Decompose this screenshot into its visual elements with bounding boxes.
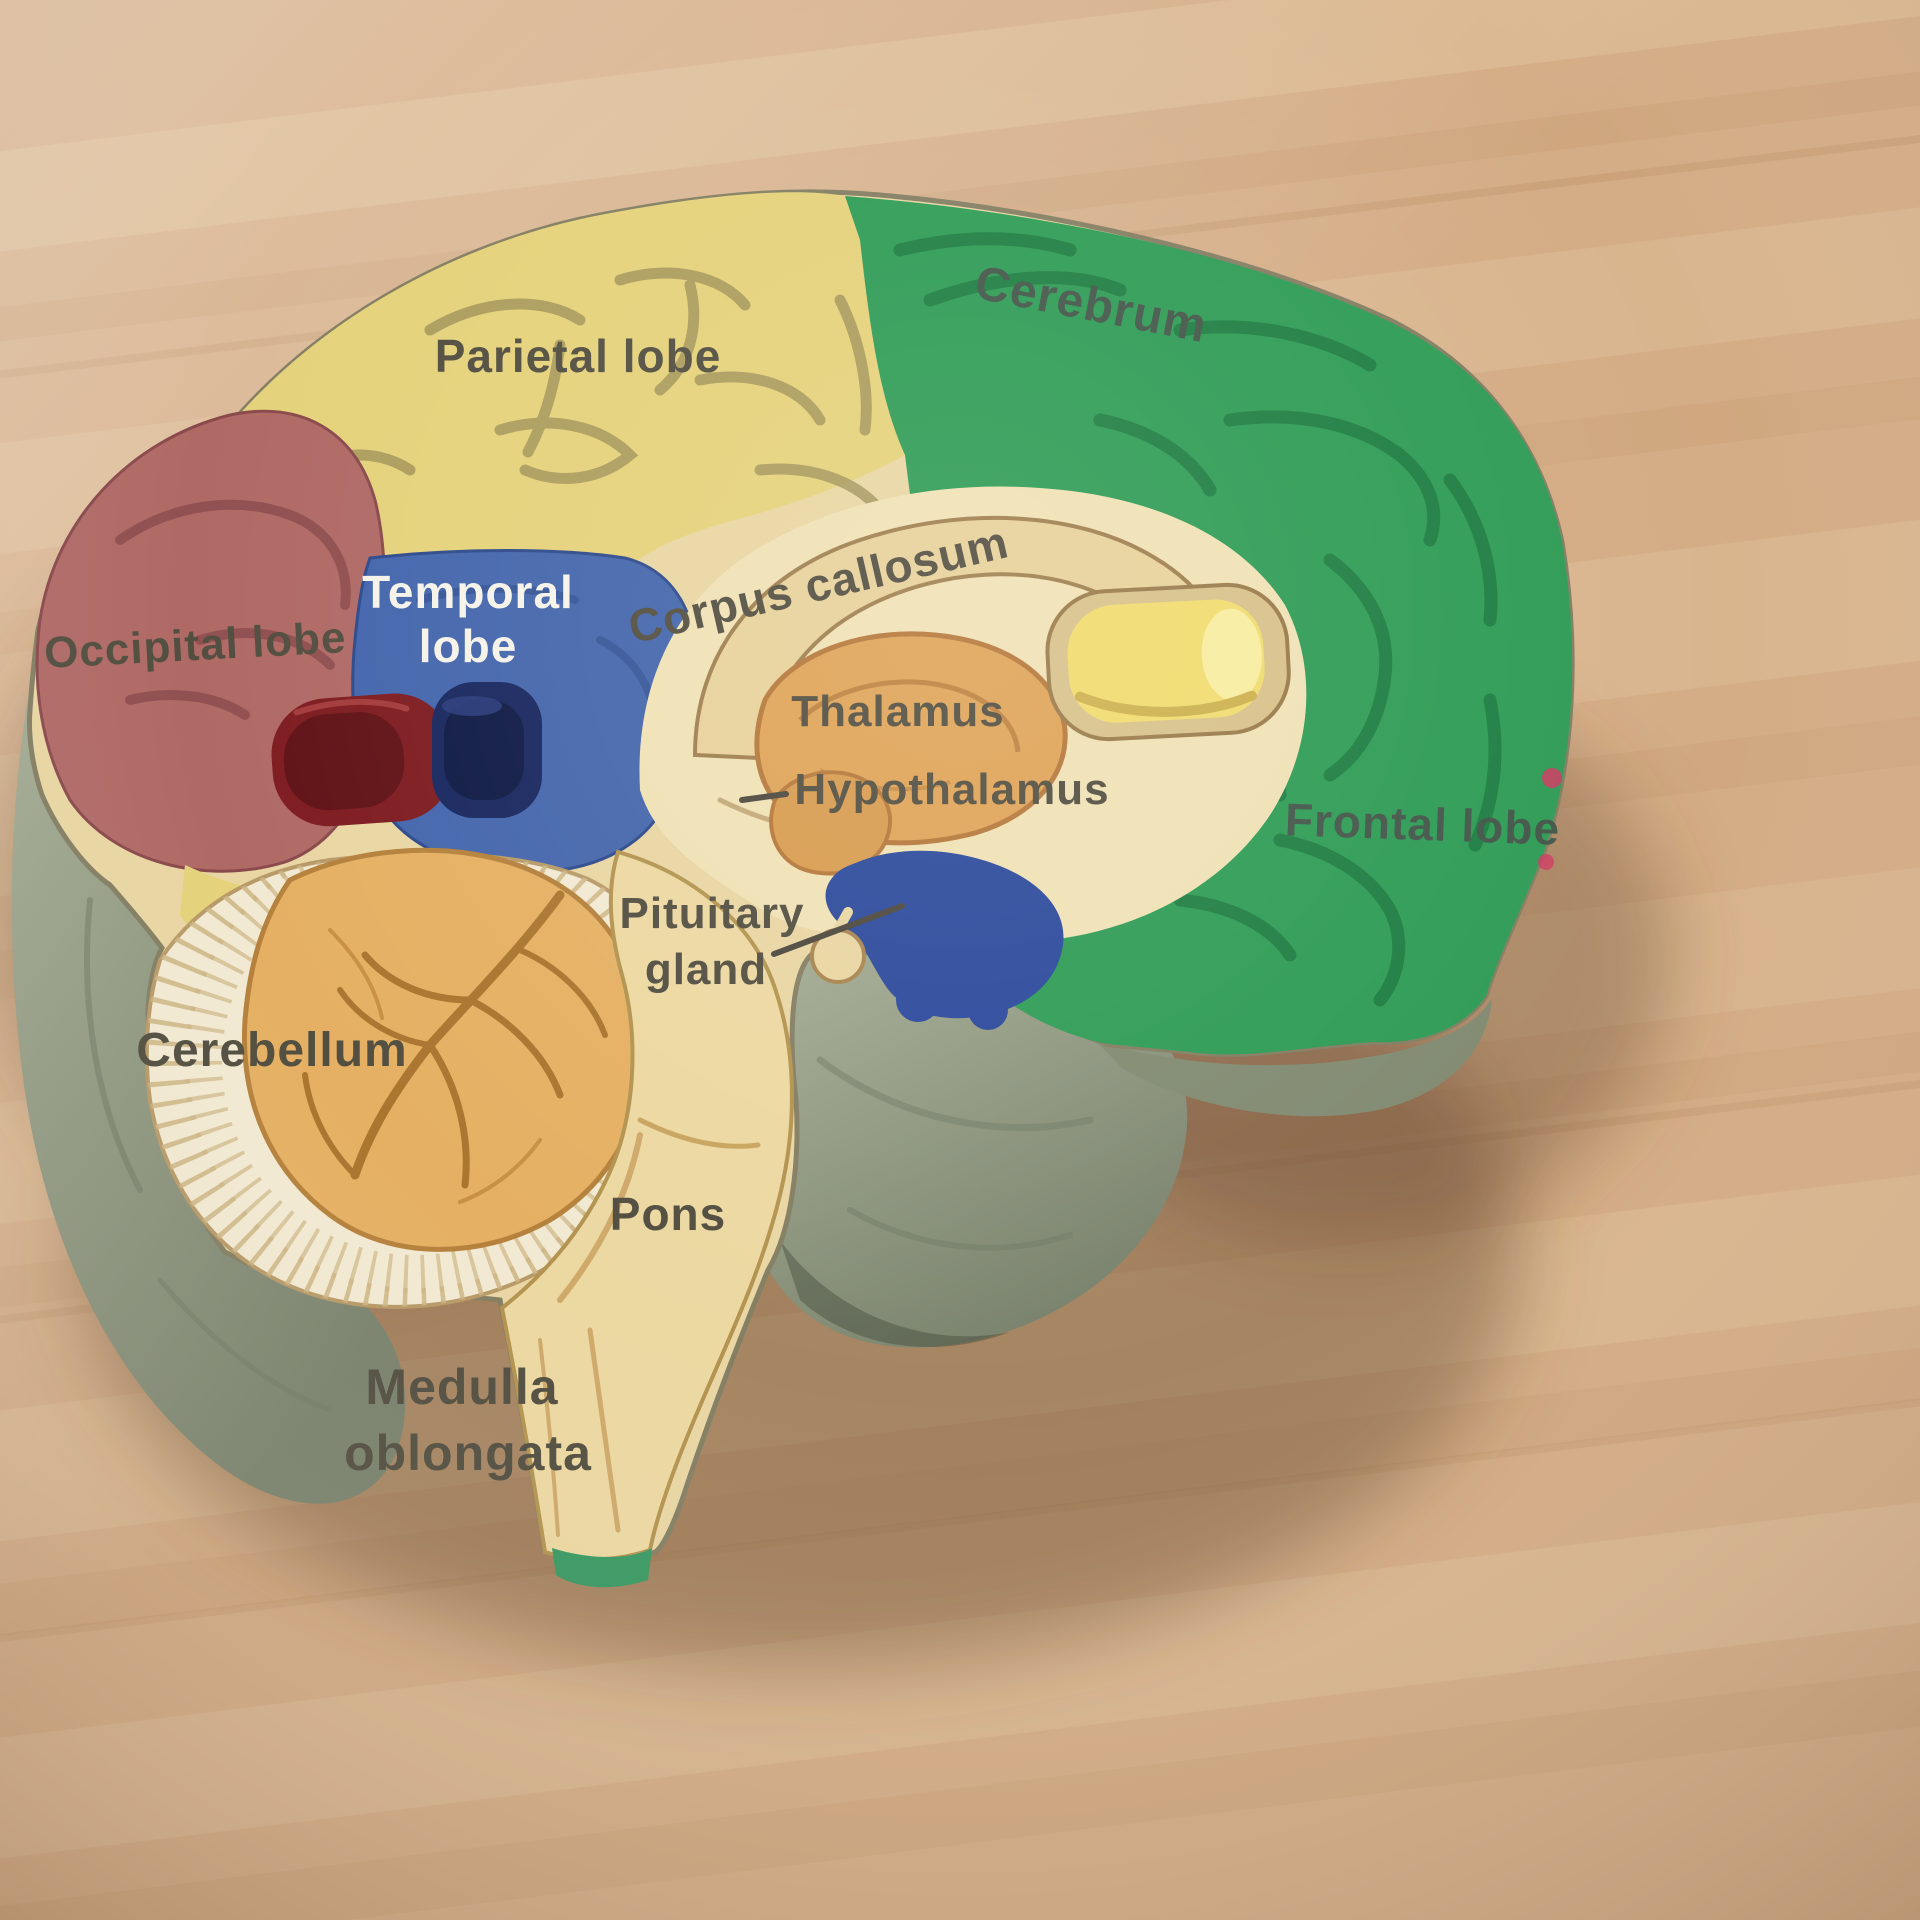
- photo-vignette: [0, 0, 1920, 1920]
- photo-of-brain-model: Parietal lobe Cerebrum Occipital lobe Te…: [0, 0, 1920, 1920]
- brain-model-scene: Parietal lobe Cerebrum Occipital lobe Te…: [0, 0, 1920, 1920]
